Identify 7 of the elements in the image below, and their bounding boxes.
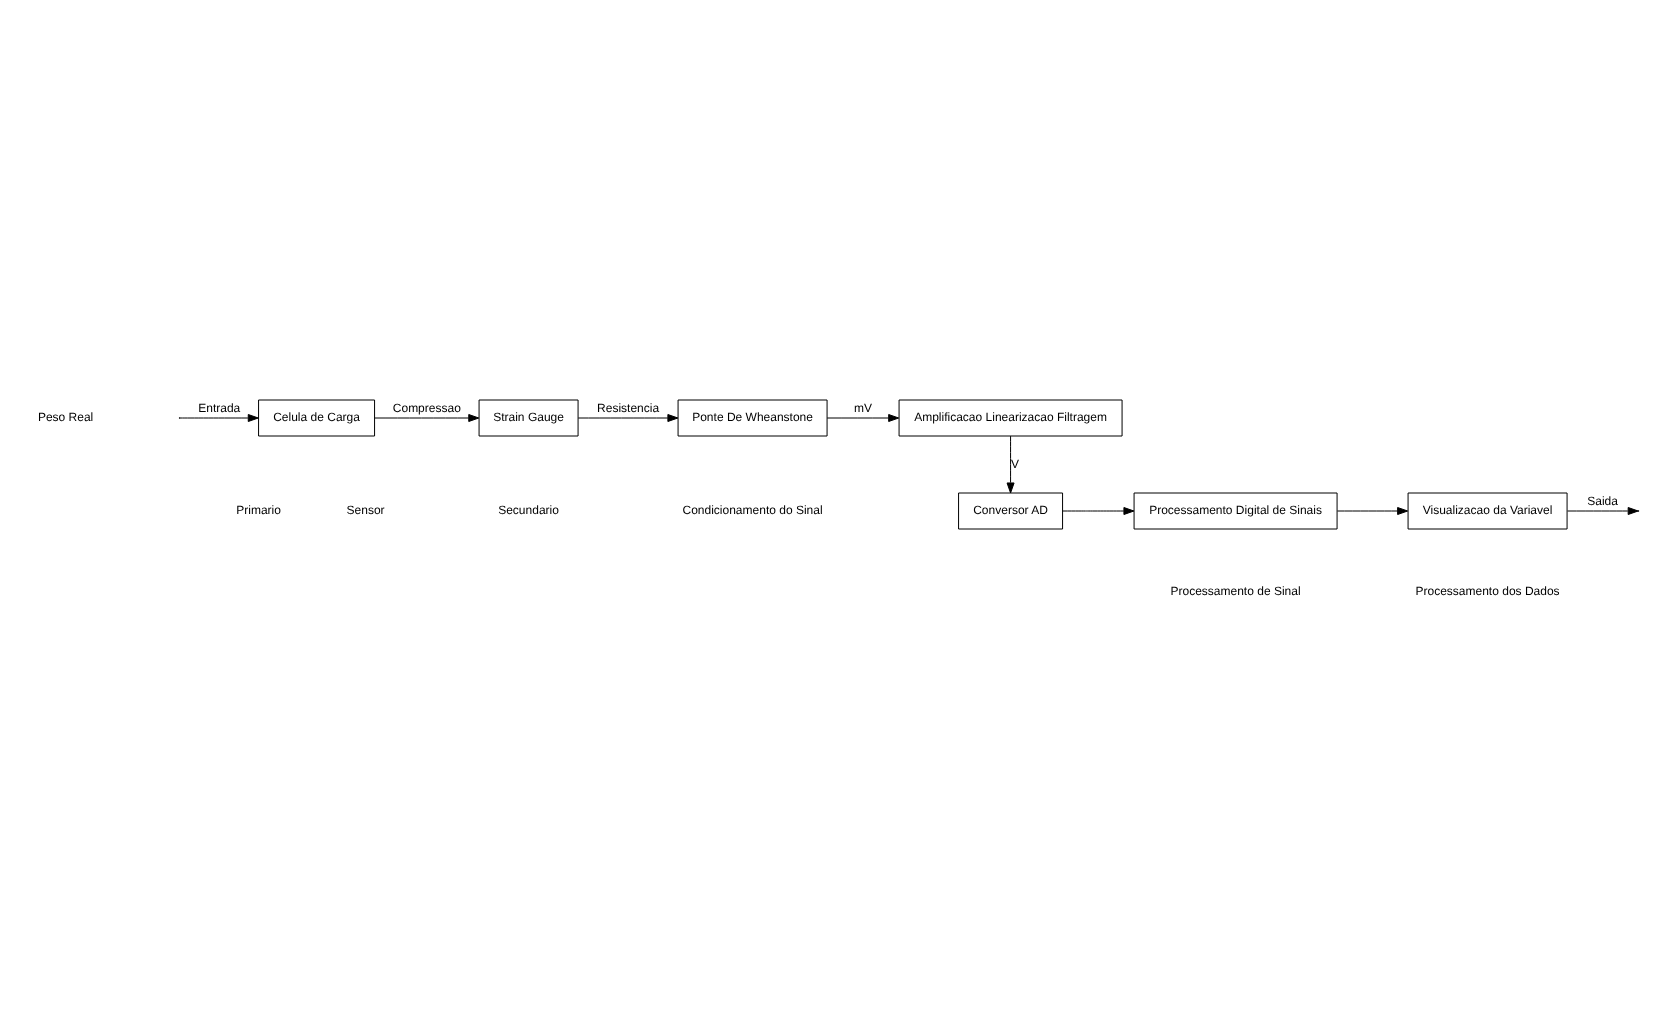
arrow [1005,435,1014,494]
arrow [373,414,479,422]
arrow [178,414,258,422]
arrow [825,414,899,422]
arrow [1335,507,1408,515]
arrow [576,414,678,422]
arrow [1061,507,1134,515]
